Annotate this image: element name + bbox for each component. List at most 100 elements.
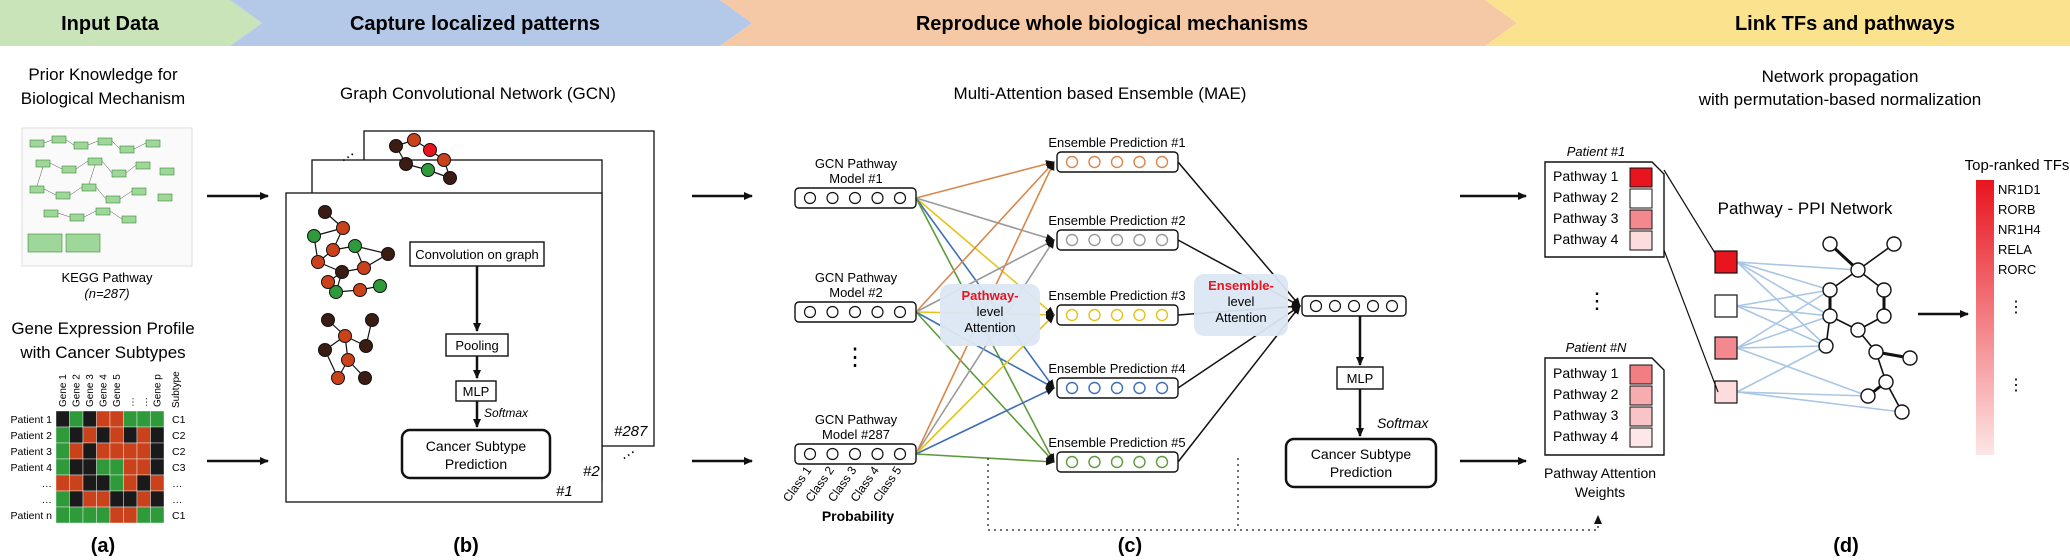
ensemble-node [1065, 308, 1079, 322]
model-node [848, 191, 862, 205]
mae-title: Multi-Attention based Ensemble (MAE) [954, 84, 1247, 103]
graph-node [443, 171, 457, 185]
heatmap-cell [136, 506, 151, 524]
ensemble-node [1155, 155, 1169, 169]
header-banner: Input Data Capture localized patterns Re… [0, 0, 2070, 46]
attention-weight-cell [1629, 364, 1653, 385]
heatmap-cell [136, 426, 151, 444]
gene-header: Gene 2 [72, 374, 83, 407]
fan-line [915, 311, 1055, 463]
ensemble-node [1133, 233, 1146, 247]
graph-node [326, 243, 340, 257]
kegg-count: (n=287) [84, 286, 129, 301]
graph-node [348, 239, 362, 253]
heatmap-cell [69, 458, 84, 476]
graph-node [357, 261, 371, 275]
subtype-label: C2 [172, 430, 186, 442]
model-title-2: Model #1 [829, 171, 882, 186]
graph-node [331, 371, 345, 385]
panel-letter-c: (c) [1118, 535, 1142, 557]
heatmap-cell [109, 490, 124, 508]
model-node [871, 305, 884, 319]
pathway-label: Pathway 4 [1553, 231, 1619, 247]
heatmap-cell [123, 506, 138, 524]
final-output-vector [1301, 295, 1407, 317]
heatmap-cell [109, 458, 124, 476]
heatmap-cell [109, 442, 124, 460]
subtype-label: … [172, 478, 183, 490]
model-title-2: Model #2 [829, 285, 882, 300]
gene-header: Gene p [153, 374, 164, 407]
gene-title-line2: with Cancer Subtypes [19, 343, 185, 362]
tf-dots-2: ⋮ [2008, 377, 2024, 394]
ensemble-node [1155, 381, 1169, 395]
ppi-node [1878, 374, 1894, 390]
banner-reproduce [720, 0, 1517, 46]
banner-capture [230, 0, 752, 46]
softmax-label-b: Softmax [484, 406, 529, 420]
graph-node [389, 139, 403, 153]
ppi-node [1876, 308, 1892, 324]
heatmap-cell [82, 442, 97, 460]
ensemble-att-3: Attention [1215, 310, 1266, 325]
heatmap-cell [123, 490, 138, 508]
heatmap-cell [82, 474, 97, 492]
ppi-link [1736, 347, 1869, 397]
dotted-feedback-line [987, 458, 1602, 531]
ensemble-node [1088, 155, 1101, 169]
model-node [871, 191, 884, 205]
graph-node [399, 157, 413, 171]
heatmap-cell [136, 490, 151, 508]
ppi-node [1868, 344, 1884, 360]
attention-weights-1: Pathway Attention [1544, 465, 1656, 481]
ppi-link [1736, 391, 1869, 397]
graph-node [321, 313, 335, 327]
ensemble-node [1155, 233, 1169, 247]
ensemble-node [1110, 155, 1124, 169]
patient-label: … [42, 478, 53, 490]
heatmap-cell [109, 426, 124, 444]
graph-node [359, 339, 373, 353]
predict-label-c-2: Prediction [1330, 464, 1392, 480]
ensemble-node [1133, 155, 1146, 169]
pathway-label: Pathway 1 [1553, 365, 1619, 381]
ppi-node [1860, 388, 1876, 404]
predict-box-b [400, 428, 552, 480]
tf-name: NR1H4 [1998, 222, 2041, 237]
graph-1 [307, 205, 395, 299]
graph-node [321, 275, 335, 289]
ensemble-node [1088, 455, 1101, 469]
model-node [803, 191, 817, 205]
graph-node [341, 353, 355, 367]
propagation-title-2: with permutation-based normalization [1698, 90, 1982, 109]
graph-node [338, 329, 352, 343]
heatmap-cell [82, 490, 97, 508]
graph-node [329, 285, 343, 299]
fan-line [915, 387, 1055, 455]
connector-top [1663, 169, 1719, 259]
attention-weight-cell [1629, 188, 1653, 209]
graph-node [365, 313, 379, 327]
banner-label-link: Link TFs and pathways [1735, 13, 1955, 35]
ensemble-node [1088, 381, 1101, 395]
model-title-1: GCN Pathway [815, 270, 898, 285]
ensemble-prediction: Ensemble Prediction #5 [1048, 435, 1186, 473]
banner-label-input: Input Data [61, 13, 160, 35]
heatmap-cell [109, 474, 124, 492]
ensemble-att-2: level [1228, 294, 1255, 309]
heatmap-cell [96, 458, 111, 476]
attention-weight-cell [1629, 209, 1653, 230]
heatmap-cell [123, 410, 138, 428]
patientN-label: Patient #N [1566, 340, 1627, 355]
graph-node [335, 265, 349, 279]
gcn-graphs [307, 133, 457, 385]
ppi-node [1822, 308, 1838, 324]
ppi-link [1736, 345, 1827, 349]
pathway-att-3: Attention [964, 320, 1015, 335]
heatmap-cell [109, 410, 124, 428]
